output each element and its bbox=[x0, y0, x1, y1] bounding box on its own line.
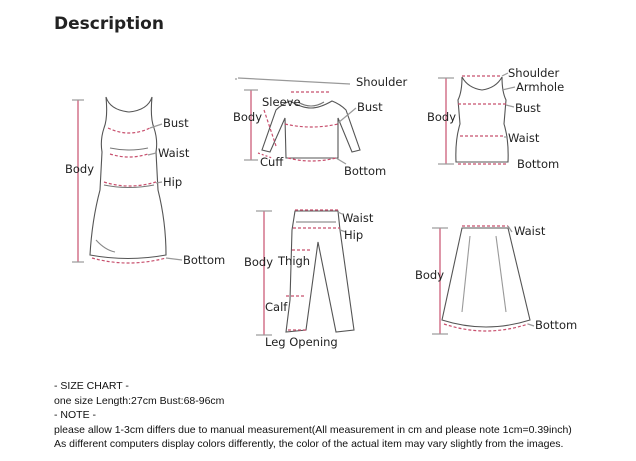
shirt-bottom-label: Bottom bbox=[344, 164, 387, 178]
tank-sketch bbox=[455, 76, 509, 163]
shirt-shoulder-label: Shoulder bbox=[356, 75, 408, 89]
pants-calf-label: Calf bbox=[265, 300, 288, 314]
skirt-waist-label: Waist bbox=[514, 224, 546, 238]
note-line-1: please allow 1-3cm differs due to manual… bbox=[54, 423, 572, 436]
pants-waist-label: Waist bbox=[342, 211, 374, 225]
size-chart-heading: - SIZE CHART - bbox=[54, 380, 129, 392]
dress-sketch bbox=[89, 96, 167, 260]
tank-measures bbox=[438, 72, 516, 165]
shirt-bust-label: Bust bbox=[357, 100, 383, 114]
skirt-measures bbox=[432, 225, 535, 335]
dress-hip-label: Hip bbox=[163, 175, 183, 189]
tank-waist-label: Waist bbox=[508, 131, 540, 145]
pants-thigh-label: Thigh bbox=[278, 254, 311, 268]
shirt-sleeve-label: Sleeve bbox=[262, 95, 301, 109]
note-line-2: As different computers display colors di… bbox=[54, 438, 564, 450]
skirt-bottom-label: Bottom bbox=[535, 318, 578, 332]
dress-bust-label: Bust bbox=[163, 116, 189, 130]
pants-measures bbox=[256, 209, 347, 336]
pants-body-label: Body bbox=[244, 255, 274, 269]
dress-body-label: Body bbox=[65, 162, 95, 176]
shirt-cuff-label: Cuff bbox=[260, 155, 284, 169]
skirt-sketch bbox=[441, 227, 531, 328]
tank-bust-label: Bust bbox=[515, 101, 541, 115]
shirt-measures bbox=[235, 77, 357, 165]
page-title: Description bbox=[54, 14, 164, 34]
skirt-body-label: Body bbox=[415, 268, 445, 282]
dress-measures bbox=[72, 99, 183, 264]
measurement-diagram bbox=[72, 72, 535, 336]
shirt-sketch bbox=[261, 100, 361, 159]
tank-armhole-label: Armhole bbox=[516, 80, 565, 94]
size-line: one size Length:27cm Bust:68-96cm bbox=[54, 394, 225, 407]
dress-bottom-label: Bottom bbox=[183, 253, 226, 267]
note-heading: - NOTE - bbox=[54, 409, 96, 421]
tank-body-label: Body bbox=[427, 110, 457, 124]
notes-block: - SIZE CHART - one size Length:27cm Bust… bbox=[54, 379, 629, 452]
pants-hip-label: Hip bbox=[344, 228, 364, 242]
shirt-body-label: Body bbox=[233, 110, 263, 124]
dress-waist-label: Waist bbox=[158, 146, 190, 160]
tank-bottom-label: Bottom bbox=[517, 157, 560, 171]
tank-shoulder-label: Shoulder bbox=[508, 66, 560, 80]
pants-sketch bbox=[285, 210, 355, 333]
pants-leg-opening-label: Leg Opening bbox=[265, 335, 338, 349]
